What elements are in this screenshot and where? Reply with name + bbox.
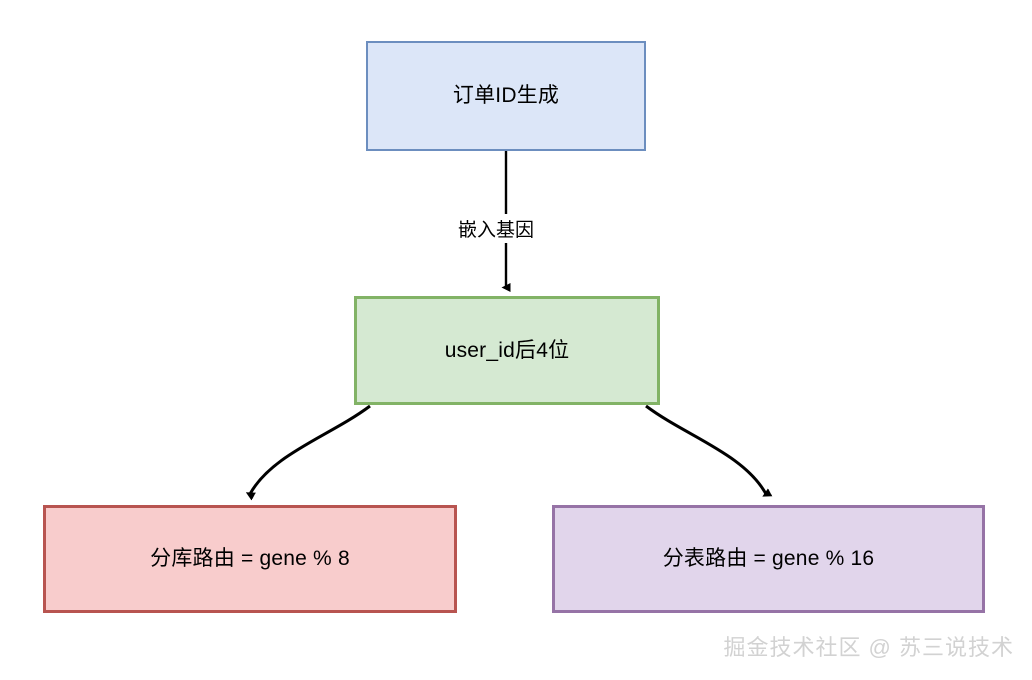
node-gene[interactable]: user_id后4位 xyxy=(354,296,660,405)
node-db-route-label: 分库路由 = gene % 8 xyxy=(150,547,350,571)
node-gene-label: user_id后4位 xyxy=(444,338,570,362)
watermark-text: 掘金技术社区 @ 苏三说技术 xyxy=(723,635,1014,660)
edge-label-embed-gene: 嵌入基因 xyxy=(455,214,538,243)
node-db-route[interactable]: 分库路由 = gene % 8 xyxy=(43,505,457,613)
node-order-id-label: 订单ID生成 xyxy=(452,84,560,108)
edge-gene-to-table-route xyxy=(645,404,773,497)
node-table-route-label: 分表路由 = gene % 16 xyxy=(662,547,875,571)
edge-gene-to-db-route xyxy=(245,404,371,501)
node-table-route[interactable]: 分表路由 = gene % 16 xyxy=(552,505,985,613)
node-order-id[interactable]: 订单ID生成 xyxy=(366,41,646,151)
